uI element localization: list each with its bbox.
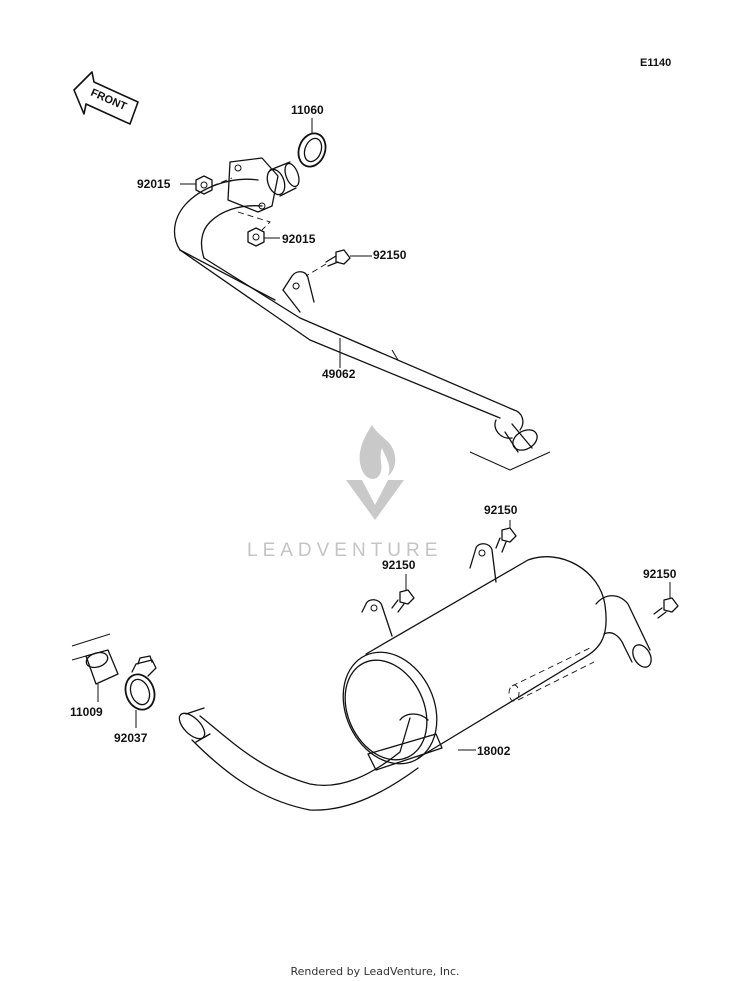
muffler	[178, 543, 652, 811]
front-label: FRONT	[89, 87, 129, 113]
bolt-muffler-right	[653, 582, 679, 619]
footer-credit: Rendered by LeadVenture, Inc.	[290, 965, 459, 978]
diagram-code: E1140	[640, 57, 671, 69]
nut-left	[180, 175, 233, 195]
part-label-clamp: 92037	[114, 731, 148, 745]
gasket-ring	[297, 118, 327, 168]
bolt-muffler-top	[495, 520, 517, 553]
nut-lower	[237, 211, 280, 247]
exhaust-pipe	[173, 157, 551, 471]
part-label-gasket: 11060	[291, 103, 324, 117]
bolt-muffler-left	[391, 574, 415, 613]
part-label-nut-left: 92015	[137, 177, 171, 191]
leadventure-watermark: LEADVENTURE	[247, 425, 442, 561]
part-label-nut-lower: 92015	[282, 232, 316, 246]
bolt-pipe	[305, 249, 372, 277]
watermark-text: LEADVENTURE	[247, 540, 442, 561]
part-label-muffler: 18002	[477, 744, 511, 758]
part-label-bolt-muffler-right: 92150	[643, 567, 677, 581]
part-label-bolt-pipe: 92150	[373, 248, 407, 262]
part-label-bolt-muffler-top: 92150	[484, 503, 518, 517]
clamp	[124, 655, 157, 728]
part-label-gasket-sleeve: 11009	[70, 705, 103, 719]
gasket-sleeve	[71, 633, 119, 702]
front-arrow-icon: FRONT	[73, 71, 139, 125]
part-label-exhaust-pipe: 49062	[322, 367, 356, 381]
part-label-bolt-muffler-left: 92150	[382, 558, 416, 572]
